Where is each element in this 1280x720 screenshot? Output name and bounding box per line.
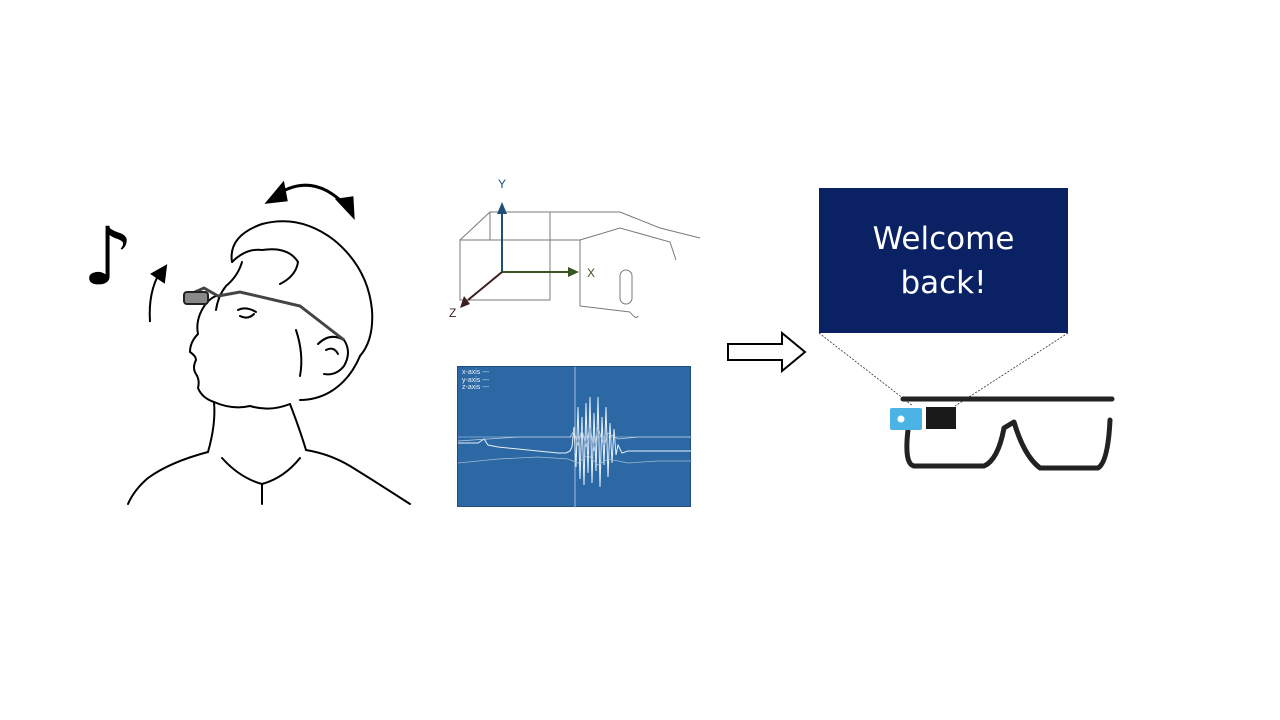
worn-glasses	[183, 286, 345, 342]
trace-z	[458, 454, 692, 466]
trace-x	[458, 396, 692, 488]
signal-traces	[458, 367, 692, 508]
axis-z-label: Z	[449, 306, 457, 320]
tilt-up-arrow-icon	[148, 264, 168, 323]
trace-y	[458, 424, 692, 452]
projection-lines	[818, 332, 1069, 407]
camera-lens	[897, 415, 905, 423]
right-arrow-icon	[727, 330, 807, 374]
camera-module	[890, 408, 922, 430]
legend-z-axis: z-axis ---	[462, 384, 490, 391]
axis-x-arrow	[502, 267, 579, 277]
glass-display: Welcome back!	[819, 188, 1068, 333]
sensor-axes-diagram	[459, 202, 700, 318]
music-note-icon: ♪	[82, 210, 134, 303]
axis-y-label: Y	[498, 177, 507, 191]
legend-x-axis: x-axis ---	[462, 369, 490, 376]
head-outline	[127, 220, 411, 505]
rotate-arrow-icon	[264, 180, 355, 221]
axis-z-arrow	[460, 271, 503, 308]
prism-display	[926, 407, 956, 429]
glasses-frame	[900, 396, 1115, 471]
legend-y-axis: y-axis ---	[462, 376, 490, 384]
signal-plot: x-axis --- y-axis --- z-axis ---	[457, 366, 692, 508]
signal-legend: x-axis --- y-axis --- z-axis ---	[462, 369, 489, 392]
axis-x-label: X	[587, 266, 596, 280]
welcome-line-1: Welcome	[872, 220, 1015, 257]
welcome-line-2: back!	[900, 264, 987, 301]
welcome-message: Welcome back!	[844, 217, 1044, 305]
axis-y-arrow	[497, 202, 507, 272]
